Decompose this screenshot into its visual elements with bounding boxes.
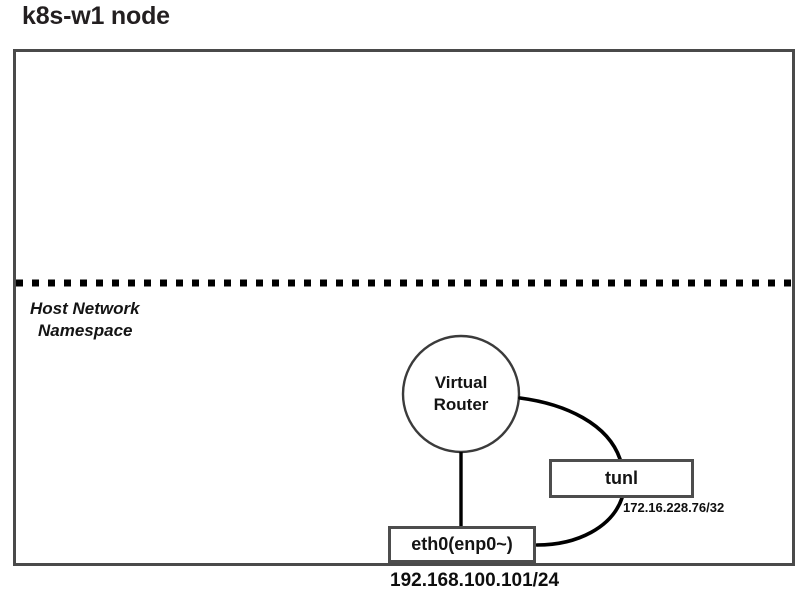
page-title: k8s-w1 node	[22, 2, 170, 30]
eth0-interface-label: eth0(enp0~)	[411, 534, 513, 554]
virtual-router-label: Virtual Router	[401, 338, 521, 450]
tunl-interface-label: tunl	[605, 468, 638, 488]
virtual-router-label-line2: Router	[433, 395, 489, 414]
eth0-ip-address: 192.168.100.101/24	[390, 570, 560, 591]
tunl-ip-address: 172.16.228.76/32	[623, 500, 725, 515]
eth0-interface-box: eth0(enp0~)	[388, 526, 536, 563]
tunl-interface-box: tunl	[549, 459, 694, 498]
namespace-label-line2: Namespace	[38, 321, 133, 341]
virtual-router-label-line1: Virtual	[434, 373, 488, 393]
host-network-namespace-label: Host Network Namespace	[30, 298, 140, 343]
namespace-label-line1: Host Network	[30, 299, 140, 318]
